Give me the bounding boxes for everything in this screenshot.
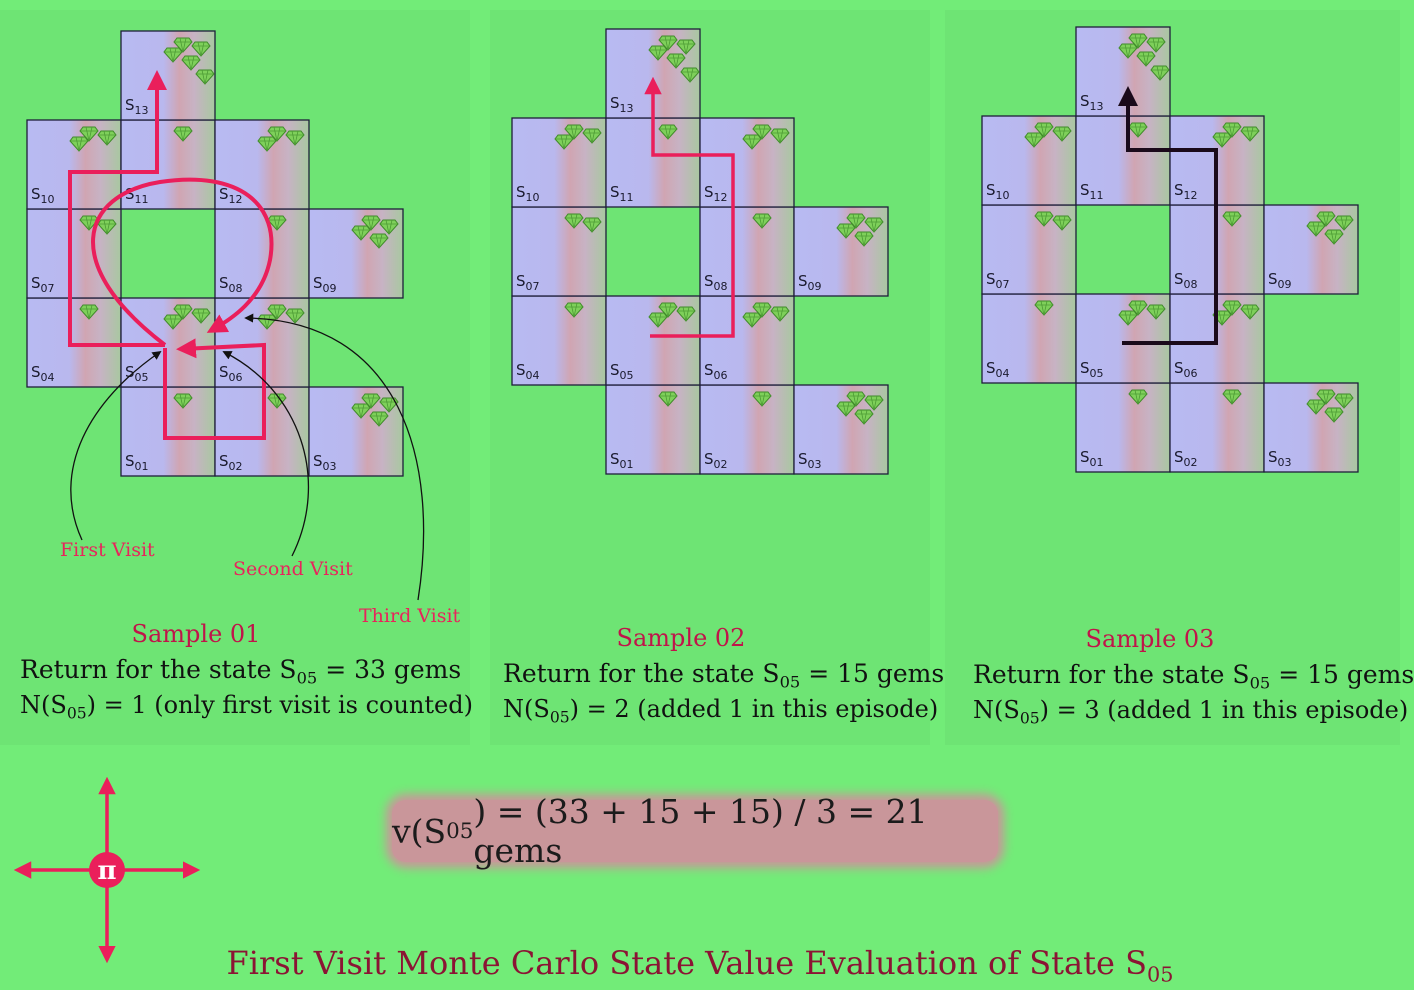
- cell-label: S09: [313, 274, 337, 295]
- cell-label: S12: [704, 183, 728, 204]
- grid-cell-s03: S03: [1263, 382, 1359, 473]
- grid-cell-s07: S07: [511, 206, 607, 297]
- grid-panel-3: S01 S02 S03 S04 S05 S06 S07 S08 S09 S10 S11 S12 S13: [981, 26, 1359, 473]
- grid-panel-1: S01 S02 S03 S04 S05 S06 S07 S08 S09 S10 S11 S12 S13: [26, 30, 404, 477]
- cell-label: S11: [125, 185, 149, 206]
- grid-cell-s09: S09: [308, 208, 404, 299]
- cell-label: S07: [516, 272, 540, 293]
- cell-label: S13: [125, 96, 149, 117]
- cell-label: S06: [704, 361, 728, 382]
- grid-cell-s01: S01: [605, 384, 701, 475]
- grid-cell-s13: S13: [1075, 26, 1171, 117]
- first-visit-callout: [70, 350, 162, 541]
- cell-label: S01: [1080, 448, 1104, 469]
- grid-cell-s04: S04: [981, 293, 1077, 384]
- cell-label: S05: [1080, 359, 1104, 380]
- sample-02-title: Sample 02: [616, 624, 746, 652]
- trajectory-sample-03: [1118, 86, 1218, 345]
- cell-label: S12: [1174, 181, 1198, 202]
- cell-label: S05: [125, 363, 149, 384]
- grid-cell-s08: S08: [699, 206, 795, 297]
- page-title: First Visit Monte Carlo State Value Eval…: [226, 944, 1174, 987]
- sample-01-title: Sample 01: [131, 620, 261, 648]
- grid-cell-s13: S13: [120, 30, 216, 121]
- grid-cell-s10: S10: [981, 115, 1077, 206]
- cell-label: S07: [31, 274, 55, 295]
- grid-cell-s11: S11: [1075, 115, 1171, 206]
- cell-label: S01: [610, 450, 634, 471]
- grid-cell-s12: S12: [214, 119, 310, 210]
- grid-cell-s04: S04: [26, 297, 122, 388]
- cell-label: S09: [798, 272, 822, 293]
- grid-cell-s05: S05: [120, 297, 216, 388]
- cell-label: S02: [704, 450, 728, 471]
- grid-cell-s07: S07: [981, 204, 1077, 295]
- grid-cell-s09: S09: [793, 206, 889, 297]
- grid-cell-s04: S04: [511, 295, 607, 386]
- grid-cell-s11: S11: [120, 119, 216, 210]
- sample-03-count: N(S05) = 3 (added 1 in this episode): [973, 696, 1409, 728]
- compass-arrows-icon: π: [13, 776, 201, 964]
- cell-label: S09: [1268, 270, 1292, 291]
- sample-01-count: N(S05) = 1 (only first visit is counted): [20, 691, 473, 723]
- grid-cell-s06: S06: [699, 295, 795, 386]
- grid-cell-s10: S10: [511, 117, 607, 208]
- pi-symbol: π: [97, 856, 116, 886]
- cell-label: S06: [219, 363, 243, 384]
- grid-cell-s12: S12: [699, 117, 795, 208]
- pi-icon: [89, 852, 125, 888]
- cell-label: S10: [986, 181, 1010, 202]
- grid-cell-s09: S09: [1263, 204, 1359, 295]
- sample-02-count: N(S05) = 2 (added 1 in this episode): [503, 695, 939, 727]
- grid-cell-s02: S02: [1169, 382, 1265, 473]
- trajectory-sample-01: [68, 70, 274, 440]
- cell-label: S03: [313, 452, 337, 473]
- third-visit-label: Third Visit: [359, 605, 461, 627]
- grid-cell-s03: S03: [793, 384, 889, 475]
- second-visit-label: Second Visit: [233, 558, 353, 580]
- cell-label: S08: [1174, 270, 1198, 291]
- cell-label: S01: [125, 452, 149, 473]
- cell-label: S10: [31, 185, 55, 206]
- cell-label: S04: [31, 363, 55, 384]
- cell-label: S05: [610, 361, 634, 382]
- cell-label: S06: [1174, 359, 1198, 380]
- cell-label: S13: [610, 94, 634, 115]
- grid-cell-s10: S10: [26, 119, 122, 210]
- cell-label: S04: [516, 361, 540, 382]
- grid-cell-s05: S05: [1075, 293, 1171, 384]
- cell-label: S07: [986, 270, 1010, 291]
- cell-label: S03: [1268, 448, 1292, 469]
- second-visit-callout: [222, 351, 310, 557]
- sample-03-title: Sample 03: [1085, 625, 1215, 653]
- sample-02-return: Return for the state S05 = 15 gems: [503, 659, 945, 692]
- grid-cell-s01: S01: [1075, 382, 1171, 473]
- cell-label: S02: [1174, 448, 1198, 469]
- trajectory-sample-02: [644, 76, 735, 338]
- cell-label: S08: [704, 272, 728, 293]
- grid-cell-s01: S01: [120, 386, 216, 477]
- sample-01-return: Return for the state S05 = 33 gems: [20, 655, 462, 688]
- cell-label: S11: [610, 183, 634, 204]
- cell-label: S12: [219, 185, 243, 206]
- grid-cell-s03: S03: [308, 386, 404, 477]
- cell-label: S13: [1080, 92, 1104, 113]
- cell-label: S10: [516, 183, 540, 204]
- cell-label: S08: [219, 274, 243, 295]
- cell-label: S11: [1080, 181, 1104, 202]
- cell-label: S04: [986, 359, 1010, 380]
- grid-cell-s05: S05: [605, 295, 701, 386]
- first-visit-label: First Visit: [60, 539, 155, 561]
- grid-panel-2: S01 S02 S03 S04 S05 S06 S07 S08 S09 S10 S11 S12 S13: [511, 28, 889, 475]
- cell-label: S03: [798, 450, 822, 471]
- third-visit-callout: [244, 313, 425, 601]
- sample-03-return: Return for the state S05 = 15 gems: [973, 660, 1414, 693]
- grid-cell-s02: S02: [699, 384, 795, 475]
- cell-label: S02: [219, 452, 243, 473]
